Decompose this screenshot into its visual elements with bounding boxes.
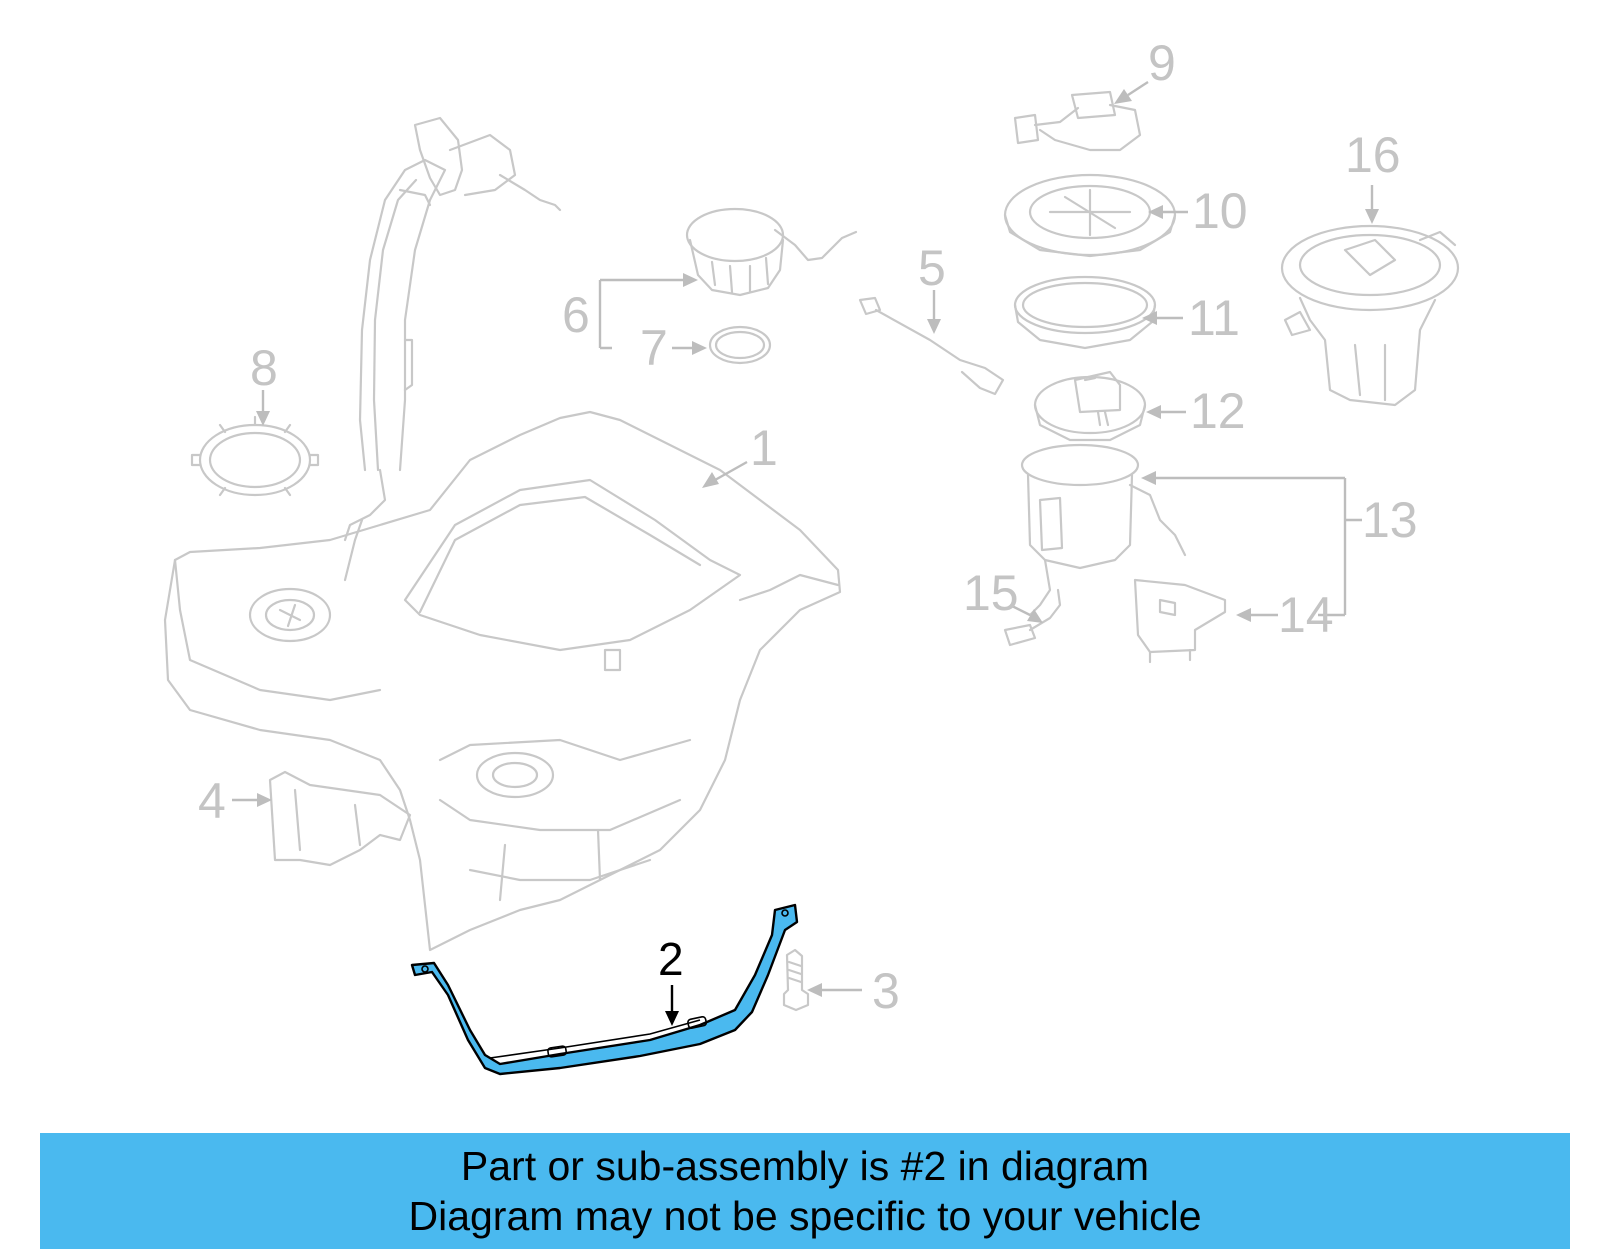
callout-5: 5 — [918, 240, 946, 296]
callout-3: 3 — [872, 963, 900, 1019]
seal-ring — [1013, 275, 1157, 350]
leader-lines — [232, 80, 1379, 1026]
callout-labels: 1 2 3 4 5 6 7 8 9 10 11 12 13 14 15 16 — [198, 35, 1418, 1019]
pump-assembly — [1280, 224, 1460, 407]
callout-2: 2 — [658, 933, 684, 985]
caption-line-1: Part or sub-assembly is #2 in diagram — [460, 1143, 1150, 1189]
caption-bar: Part or sub-assembly is #2 in diagram Di… — [40, 1133, 1570, 1249]
callout-6: 6 — [562, 287, 590, 343]
fuel-cap — [685, 207, 858, 297]
fuel-cap-seal — [708, 325, 772, 365]
fuel-tank — [163, 410, 842, 952]
lock-ring — [190, 415, 320, 497]
callout-4: 4 — [198, 773, 226, 829]
pump-bracket — [1133, 578, 1227, 664]
filler-neck — [343, 116, 562, 542]
heat-shield — [268, 770, 412, 867]
callout-16: 16 — [1345, 127, 1401, 183]
callout-9: 9 — [1148, 35, 1176, 91]
connector — [1003, 588, 1062, 647]
wire-harness — [1013, 90, 1142, 152]
callout-12: 12 — [1190, 383, 1246, 439]
bolt — [782, 948, 810, 1012]
callout-8: 8 — [250, 340, 278, 396]
callout-11: 11 — [1188, 290, 1240, 346]
pump-module-top — [1033, 370, 1147, 442]
fuel-tank-strap — [410, 903, 799, 1076]
caption-line-2: Diagram may not be specific to your vehi… — [408, 1193, 1202, 1239]
fuel-pump — [1020, 443, 1187, 617]
sender-wire — [858, 296, 1005, 396]
callout-15: 15 — [963, 565, 1019, 621]
callout-1: 1 — [750, 420, 778, 476]
callout-14: 14 — [1278, 587, 1334, 643]
callout-13: 13 — [1362, 492, 1418, 548]
callout-10: 10 — [1192, 183, 1248, 239]
callout-7: 7 — [640, 320, 668, 376]
flange — [1003, 173, 1177, 258]
